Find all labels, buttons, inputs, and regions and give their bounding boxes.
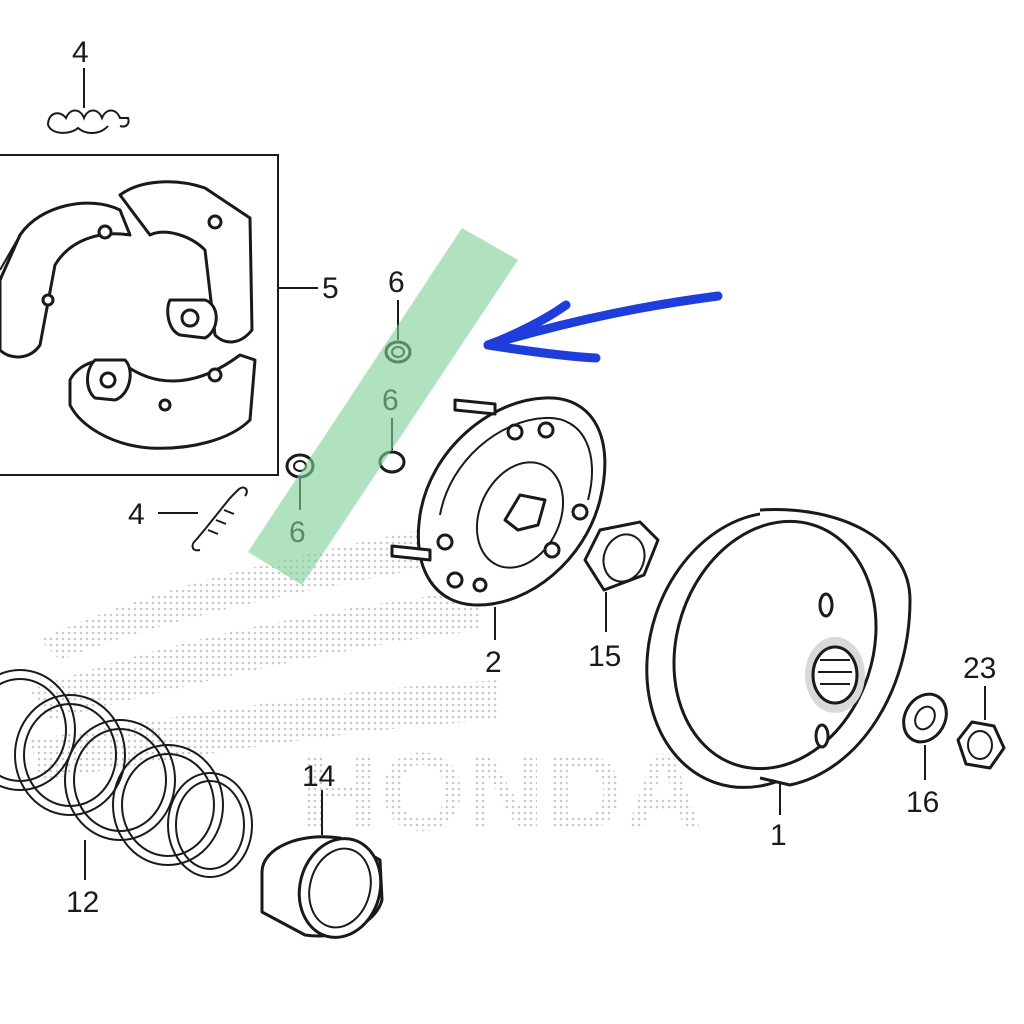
nut-part-23 [956,720,1006,770]
callout-12: 12 [66,886,99,919]
callout-23: 23 [963,652,996,685]
clutch-shoe-upper-right [118,180,254,344]
callout-2: 2 [485,646,502,679]
callout-1: 1 [770,819,787,852]
callout-6-a: 6 [388,266,405,299]
spring-part-4-left [191,486,248,552]
spring-part-12 [0,669,253,878]
brand-watermark: HONDA [30,520,703,854]
nut-part-15 [583,520,660,592]
clutch-shoe-upper-left [0,201,132,359]
callout-16: 16 [906,786,939,819]
washer-part-16 [902,692,948,744]
blue-arrow-annotation [483,291,723,363]
spring-part-4-top [47,109,130,134]
drive-plate-part-2 [390,396,607,607]
callout-5: 5 [322,272,339,305]
clutch-shoe-lower [68,353,257,450]
callout-4-left: 4 [128,498,145,531]
callout-15: 15 [588,640,621,673]
collar-part-14 [260,835,384,939]
clutch-drum-part-1 [645,508,912,789]
watermark-text: HONDA [300,731,703,854]
part-5-bracket [0,154,318,476]
callout-4-top: 4 [72,36,89,69]
green-highlight-annotation [248,228,518,585]
callout-14: 14 [302,760,335,793]
